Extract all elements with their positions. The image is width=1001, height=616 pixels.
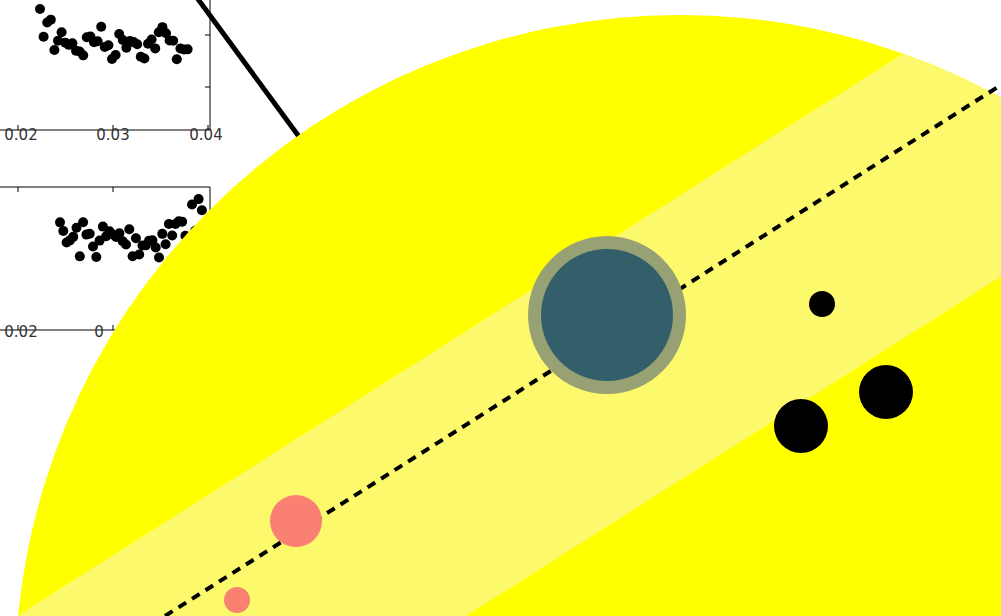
data-point: [161, 239, 171, 249]
data-point: [134, 250, 144, 260]
data-point: [154, 253, 164, 263]
data-point: [46, 15, 56, 25]
planet-atmosphere: [528, 236, 686, 394]
starspot: [774, 399, 828, 453]
tick-label: 0.02: [4, 325, 37, 340]
data-point: [147, 34, 157, 44]
tick-label: 0.02: [4, 128, 37, 143]
data-point: [91, 252, 101, 262]
data-point: [58, 226, 68, 236]
data-point: [121, 240, 131, 250]
data-point: [183, 44, 193, 54]
starspot: [859, 365, 913, 419]
data-point: [168, 36, 178, 46]
plot-axes: [0, 0, 210, 130]
tick-label: 0.04: [189, 128, 222, 143]
data-point: [78, 217, 88, 227]
data-points: [35, 4, 207, 263]
data-point: [57, 27, 67, 37]
transit-path: [165, 85, 1001, 616]
moon: [224, 587, 250, 613]
data-point: [78, 50, 88, 60]
tick-label: 0: [94, 325, 104, 340]
data-point: [75, 251, 85, 261]
data-point: [96, 22, 106, 32]
starspot: [809, 291, 835, 317]
data-point: [157, 229, 167, 239]
data-point: [68, 232, 78, 242]
data-point: [132, 39, 142, 49]
data-point: [172, 54, 182, 64]
data-point: [49, 45, 59, 55]
planet: [541, 249, 673, 381]
data-point: [197, 205, 207, 215]
data-point: [35, 4, 45, 14]
data-point: [55, 217, 65, 227]
plot-ticks: [18, 35, 210, 130]
data-point: [124, 224, 134, 234]
data-point: [150, 43, 160, 53]
data-point: [167, 230, 177, 240]
data-point: [111, 50, 121, 60]
data-point: [177, 217, 187, 227]
data-point: [85, 229, 95, 239]
data-point: [151, 243, 161, 253]
data-point: [39, 32, 49, 42]
data-point: [103, 40, 113, 50]
moon: [270, 495, 322, 547]
data-point: [139, 54, 149, 64]
data-point: [194, 194, 204, 204]
pointer-line: [195, 0, 300, 138]
tick-label: 0.03: [96, 128, 129, 143]
